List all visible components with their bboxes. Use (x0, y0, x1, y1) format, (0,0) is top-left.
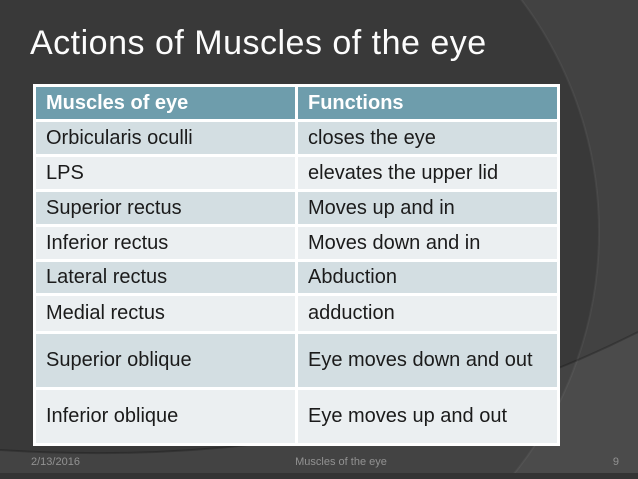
slide-footer: 2/13/2016 Muscles of the eye 9 (0, 456, 638, 472)
table-row: Inferior rectus Moves down and in (36, 227, 557, 259)
table-row: Orbicularis oculli closes the eye (36, 122, 557, 154)
table-header-functions: Functions (298, 87, 557, 119)
table-header-muscles: Muscles of eye (36, 87, 295, 119)
function-cell: Moves up and in (298, 192, 557, 224)
function-cell: Eye moves up and out (298, 390, 557, 443)
muscles-functions-table: Muscles of eye Functions Orbicularis ocu… (33, 84, 560, 446)
function-cell: Eye moves down and out (298, 334, 557, 387)
footer-page-number: 9 (612, 456, 619, 468)
table-row: Superior oblique Eye moves down and out (36, 334, 557, 387)
muscle-cell: Superior rectus (36, 192, 295, 224)
muscle-cell: Medial rectus (36, 296, 295, 331)
muscle-cell: Superior oblique (36, 334, 295, 387)
table-row: Inferior oblique Eye moves up and out (36, 390, 557, 443)
function-cell: closes the eye (298, 122, 557, 154)
bottom-edge-strip (0, 473, 638, 479)
slide-title: Actions of Muscles of the eye (30, 24, 487, 62)
table-row: Lateral rectus Abduction (36, 262, 557, 293)
muscle-cell: LPS (36, 157, 295, 189)
table-row: Medial rectus adduction (36, 296, 557, 331)
table-row: LPS elevates the upper lid (36, 157, 557, 189)
muscle-cell: Inferior rectus (36, 227, 295, 259)
table-header-row: Muscles of eye Functions (36, 87, 557, 119)
function-cell: elevates the upper lid (298, 157, 557, 189)
muscle-cell: Orbicularis oculli (36, 122, 295, 154)
function-cell: Abduction (298, 262, 557, 293)
table-row: Superior rectus Moves up and in (36, 192, 557, 224)
function-cell: adduction (298, 296, 557, 331)
muscle-cell: Inferior oblique (36, 390, 295, 443)
function-cell: Moves down and in (298, 227, 557, 259)
footer-date: 2/13/2016 (31, 456, 80, 468)
muscle-cell: Lateral rectus (36, 262, 295, 293)
footer-title: Muscles of the eye (295, 456, 387, 468)
